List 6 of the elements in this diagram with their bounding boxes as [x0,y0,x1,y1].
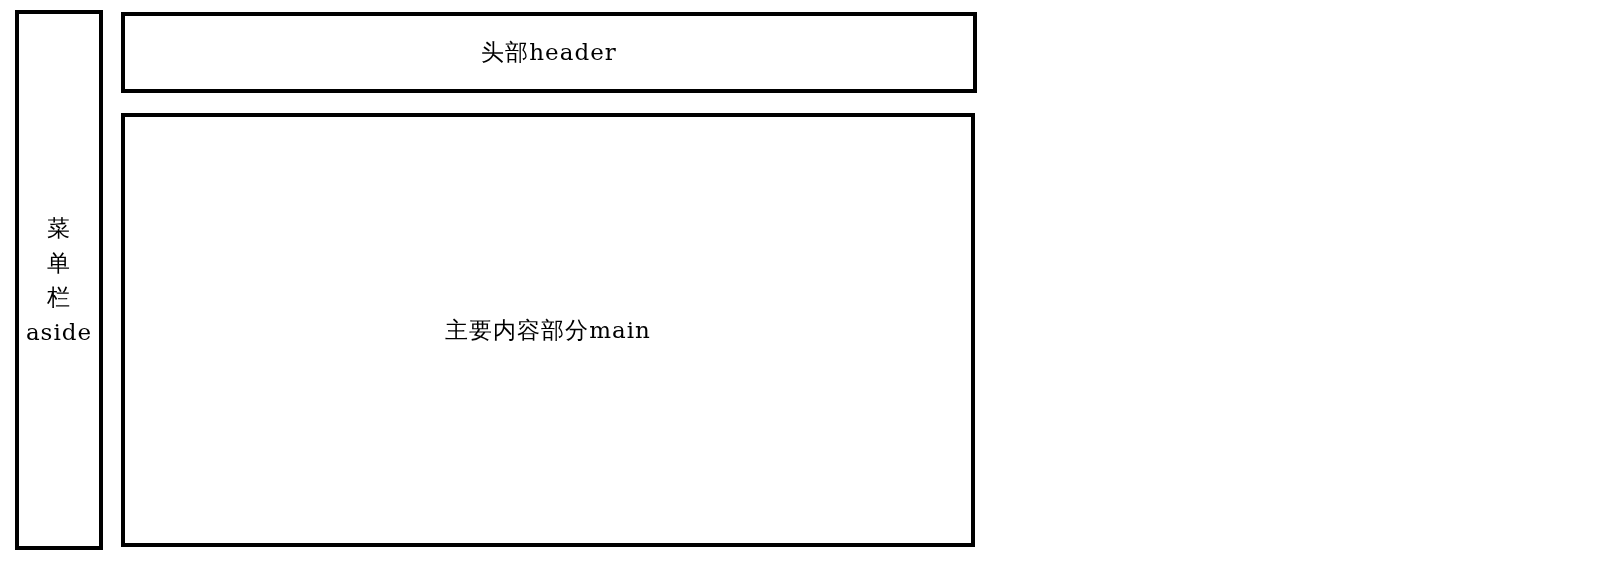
main-content-box [121,113,975,547]
sidebar-box [15,10,103,550]
header-box [121,12,977,93]
box-label: 菜单栏 aside [25,214,93,347]
box-label: 头部header [481,38,617,68]
box-label: 主要内容部分main [445,315,651,345]
